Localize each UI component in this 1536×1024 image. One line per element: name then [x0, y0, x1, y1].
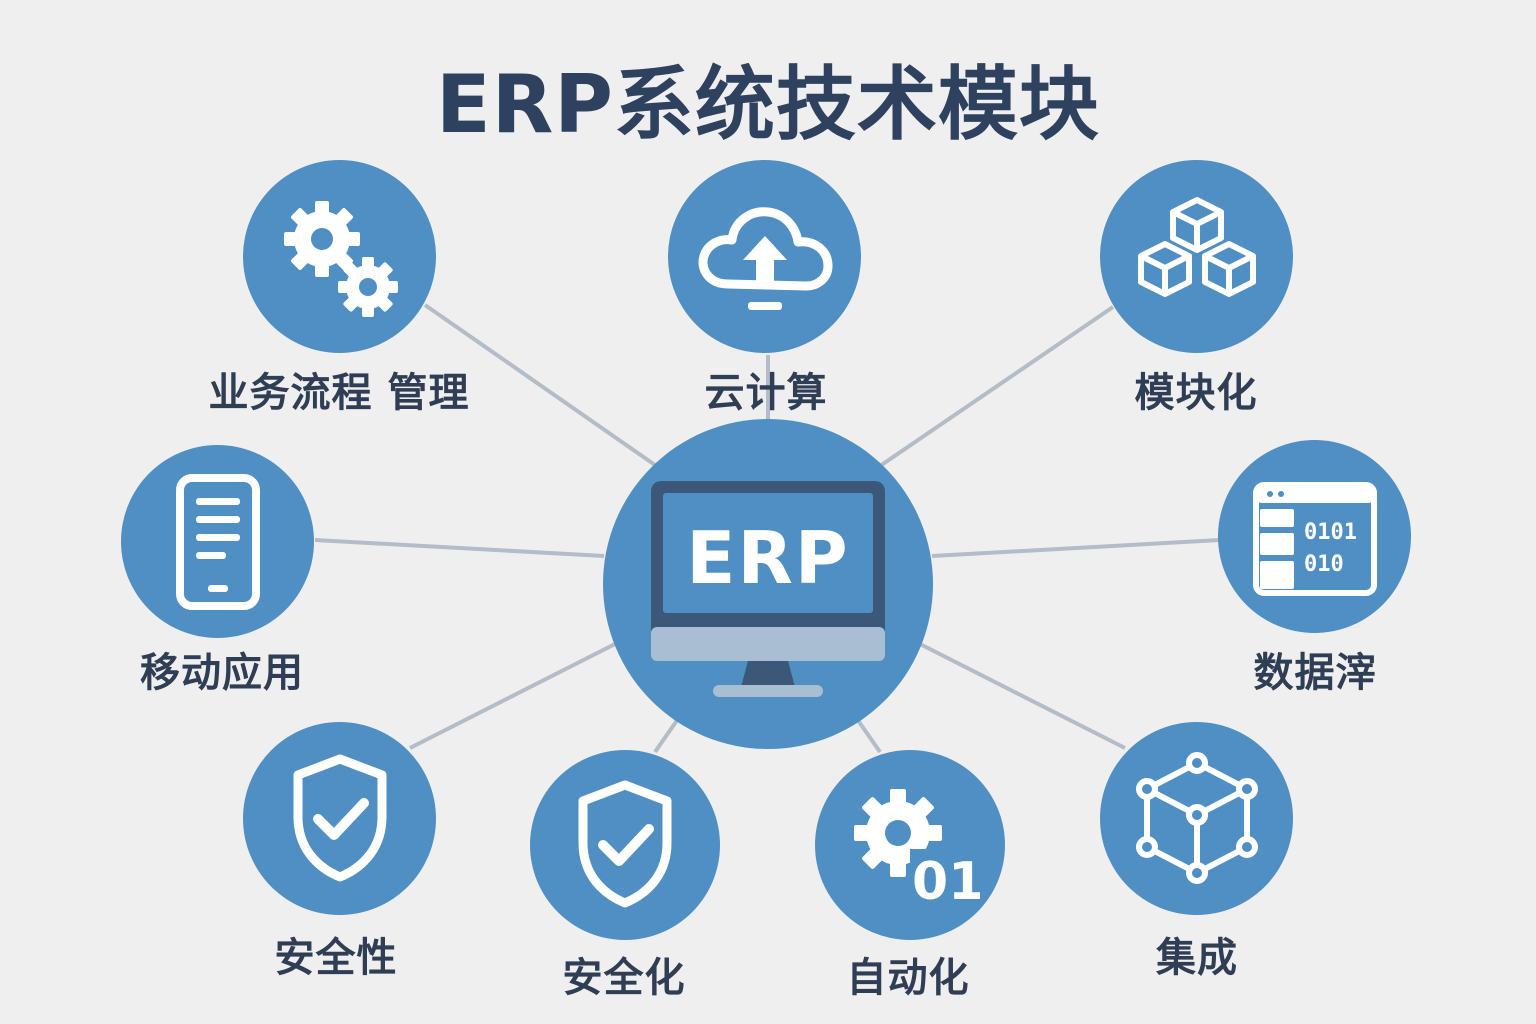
connector-data [931, 538, 1221, 558]
node-integration[interactable] [1100, 722, 1293, 915]
node-security[interactable] [243, 722, 436, 915]
shield-check-icon [293, 754, 386, 881]
node-data[interactable]: 0101 010 [1218, 440, 1411, 633]
cubes-icon [1137, 196, 1256, 297]
mobile-phone-icon [175, 473, 260, 610]
connector-modular [878, 305, 1115, 468]
label-data: 数据滓 [1253, 650, 1377, 696]
node-business-process[interactable] [243, 160, 436, 353]
label-automation: 自动化 [846, 955, 970, 1001]
cloud-upload-icon [698, 206, 832, 310]
node-mobile[interactable] [121, 445, 314, 638]
label-cloud: 云计算 [704, 370, 828, 416]
data-binary-line1: 0101 [1304, 520, 1357, 545]
connector-business-process [423, 303, 657, 467]
label-securing: 安全化 [562, 955, 686, 1001]
gears-icon [283, 200, 398, 317]
connector-mobile [314, 538, 605, 558]
shield-check-icon [578, 780, 672, 908]
node-automation[interactable]: 01 [815, 750, 1005, 940]
connector-security [409, 641, 618, 750]
monitor-icon [651, 481, 885, 697]
data-binary-line2: 010 [1304, 552, 1344, 577]
label-modular: 模块化 [1134, 370, 1258, 416]
connector-securing [653, 714, 682, 754]
node-cloud[interactable] [668, 160, 861, 353]
label-security: 安全性 [274, 935, 398, 981]
diagram-title: ERP系统技术模块 [436, 58, 1100, 151]
label-mobile: 移动应用 [140, 650, 304, 696]
connector-automation [853, 714, 882, 754]
label-integration: 集成 [1156, 935, 1238, 981]
center-erp-node[interactable] [603, 419, 933, 749]
node-securing[interactable] [530, 750, 720, 940]
node-modular[interactable] [1100, 160, 1293, 353]
data-window-icon: 0101 010 [1252, 481, 1377, 596]
gear-binary-icon: 01 [854, 789, 980, 912]
connector-integration [917, 641, 1126, 750]
label-business-process: 业务流程 管理 [208, 370, 470, 416]
automation-binary-text: 01 [912, 852, 980, 912]
network-cube-icon [1135, 751, 1258, 884]
